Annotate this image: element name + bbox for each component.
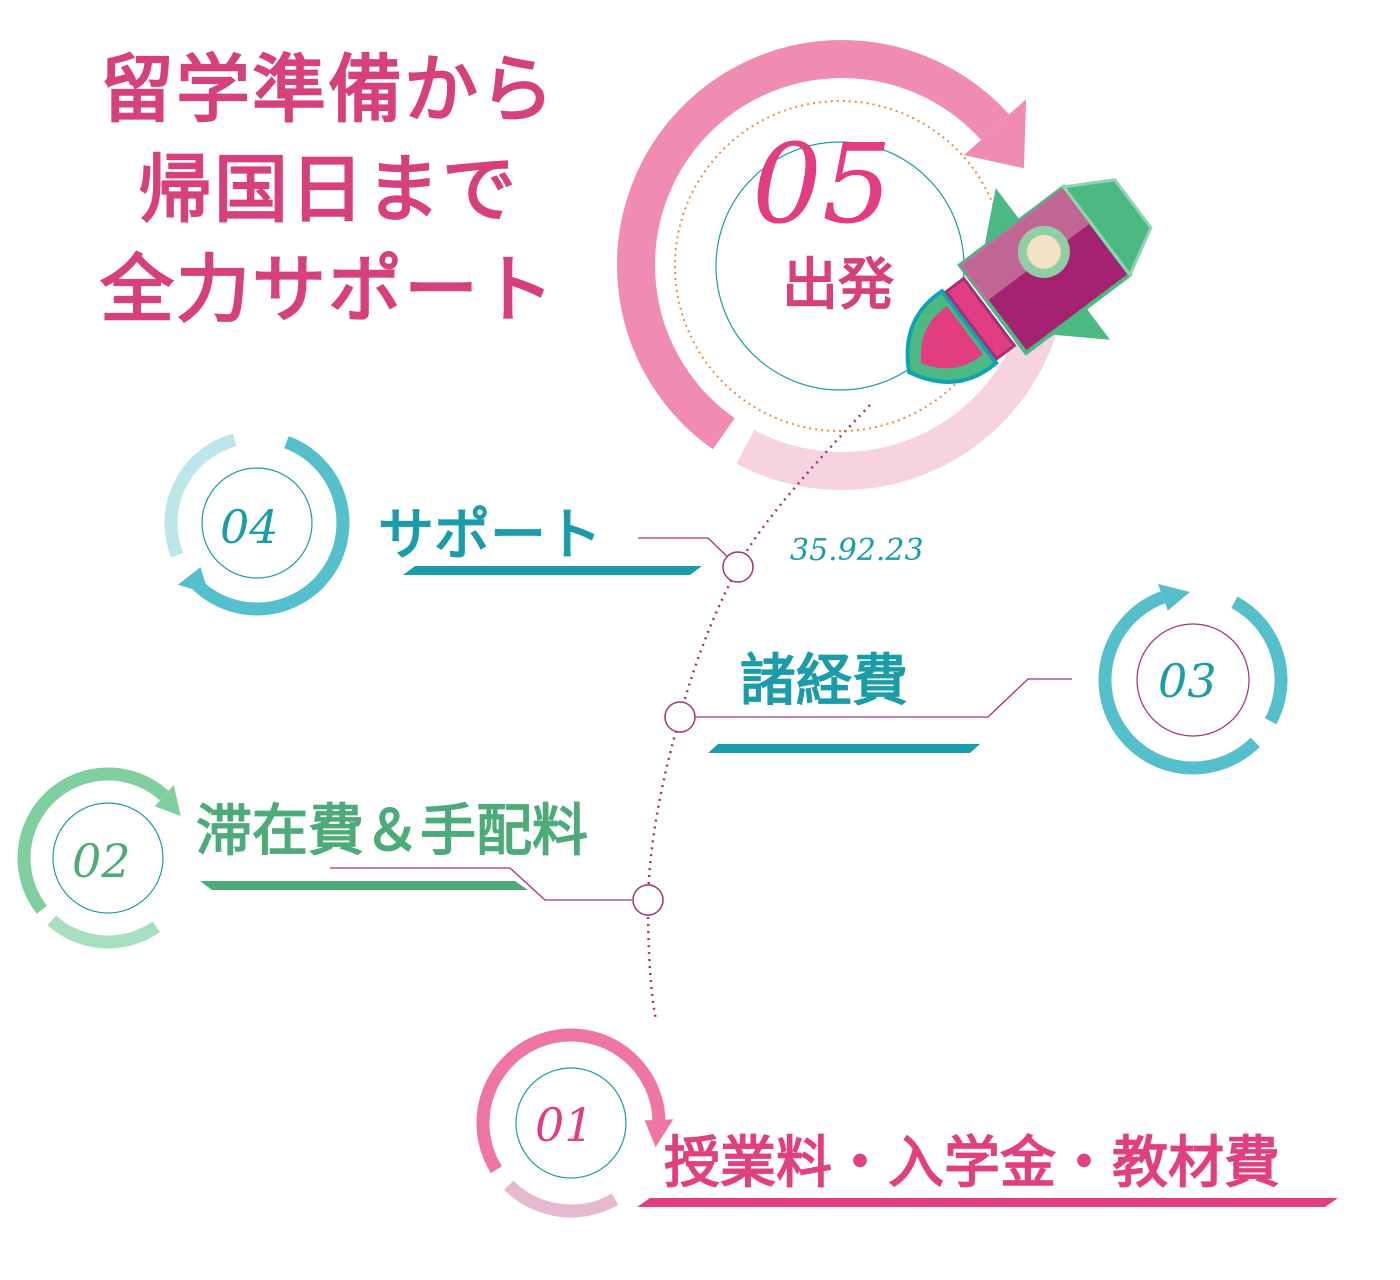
title-line-2: 帰国日まで xyxy=(138,147,518,233)
ring-04-light xyxy=(164,433,237,558)
title-line-3: 全力サポート xyxy=(100,247,556,333)
node-03 xyxy=(664,701,696,733)
step-number-05: 05 xyxy=(752,120,892,248)
ring-05-light xyxy=(736,313,1060,490)
step-number-02: 02 xyxy=(72,834,131,888)
ring-01-main-arrowhead-icon xyxy=(644,1119,674,1148)
ring-05-main-arrowhead-icon xyxy=(964,99,1027,169)
title-line-1: 留学準備から xyxy=(100,47,556,133)
ring-02-main xyxy=(17,767,169,914)
step-number-03: 03 xyxy=(1158,654,1217,708)
node-02 xyxy=(632,884,664,916)
ring-01-main xyxy=(476,1028,666,1174)
inner-circle-01 xyxy=(515,1067,627,1179)
ring-02-main-arrowhead-icon xyxy=(154,784,181,816)
ring-04-main-arrowhead-icon xyxy=(177,567,209,595)
ring-03-b xyxy=(1098,591,1260,775)
ring-02-light xyxy=(47,915,160,949)
step-number-01: 01 xyxy=(535,1098,594,1152)
node-04 xyxy=(722,551,754,583)
step-label-05: 出発 xyxy=(782,253,894,318)
step-label-04: サポート xyxy=(378,503,602,568)
ring-03-a xyxy=(1231,596,1288,725)
connector-03 xyxy=(695,678,1072,718)
step-label-01: 授業料・入学金・教材費 xyxy=(664,1131,1280,1196)
code-number: 35.92.23 xyxy=(790,533,924,568)
step-label-03: 諸経費 xyxy=(740,649,908,714)
ring-04-main xyxy=(184,436,350,616)
underline-01 xyxy=(637,1198,1338,1207)
rocket-icon xyxy=(905,178,1153,384)
inner-circle-02 xyxy=(52,802,164,914)
underline-03 xyxy=(708,744,980,753)
ring-05-main xyxy=(617,40,1010,450)
page-title: 留学準備から 帰国日まで 全力サポート xyxy=(68,40,588,340)
underline-04 xyxy=(403,566,702,575)
underline-02 xyxy=(200,881,528,890)
ring-03-b-arrowhead-icon xyxy=(1158,583,1190,611)
step-number-04: 04 xyxy=(220,500,279,554)
inner-circle-04 xyxy=(201,467,313,579)
connector-02 xyxy=(330,867,632,901)
inner-circle-03 xyxy=(1136,623,1250,737)
step-label-02: 滞在費＆手配料 xyxy=(196,799,588,864)
ring-01-light xyxy=(504,1180,619,1218)
